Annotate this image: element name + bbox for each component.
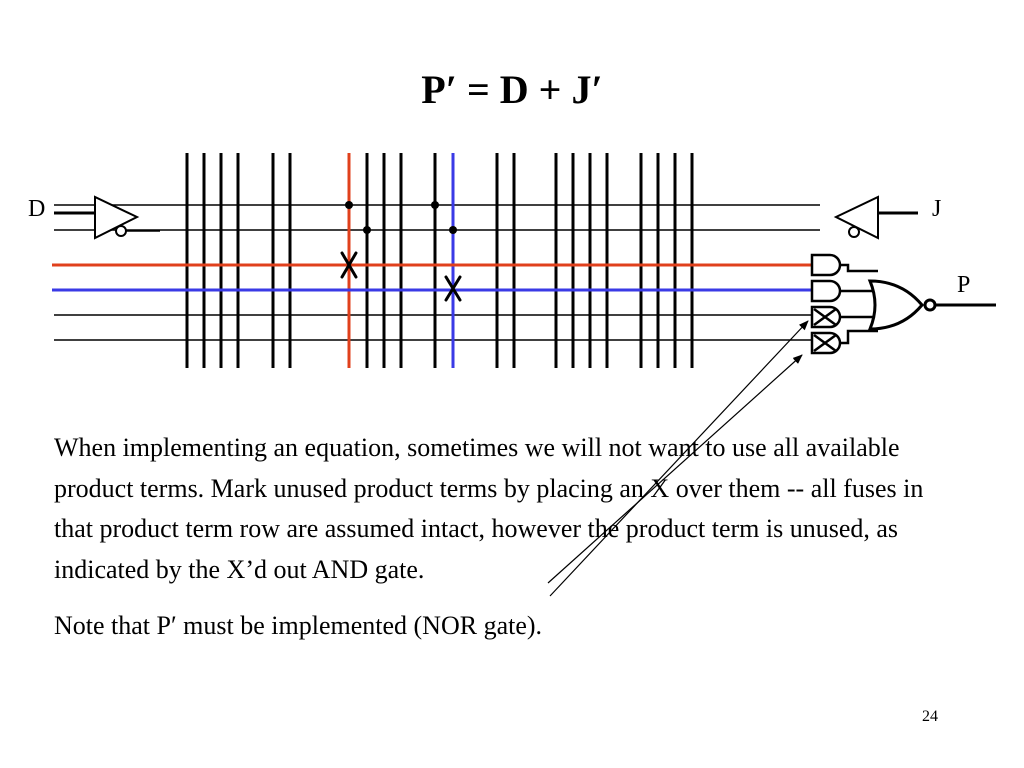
- annotation-arrow: [547, 354, 803, 584]
- annotation-arrow: [549, 320, 809, 597]
- input-columns: [185, 153, 694, 368]
- fuse-x-mark: [444, 275, 462, 302]
- input-wire-rows: [54, 204, 820, 341]
- slide-number: 24: [922, 708, 938, 725]
- nor-gate: [867, 279, 937, 331]
- note-paragraph: Note that P′ must be implemented (NOR ga…: [54, 611, 543, 640]
- unused-gate-x-mark: [813, 307, 837, 327]
- connection-dot: [345, 201, 353, 209]
- connection-dots: [345, 201, 457, 234]
- and-gates: [810, 253, 842, 355]
- and-gate-2: [810, 279, 842, 303]
- connection-dot: [363, 226, 371, 234]
- output-label-p: P: [957, 272, 970, 298]
- input-buffer-j: [833, 195, 918, 240]
- input-buffer-d: [54, 195, 160, 240]
- fuse-marks: [340, 251, 462, 302]
- unused-gate-x-mark: [813, 333, 837, 353]
- connection-dot: [449, 226, 457, 234]
- fuse-x-mark: [340, 251, 358, 279]
- connection-dot: [431, 201, 439, 209]
- and-gate-1: [810, 253, 842, 277]
- body-text: When implementing an equation, sometimes…: [54, 428, 934, 647]
- unused-gate-marks: [813, 307, 837, 353]
- explanation-paragraph: When implementing an equation, sometimes…: [54, 433, 924, 584]
- slide-title: P′ = D + J′: [421, 67, 603, 112]
- input-label-j: J: [932, 196, 941, 222]
- input-label-d: D: [28, 196, 45, 222]
